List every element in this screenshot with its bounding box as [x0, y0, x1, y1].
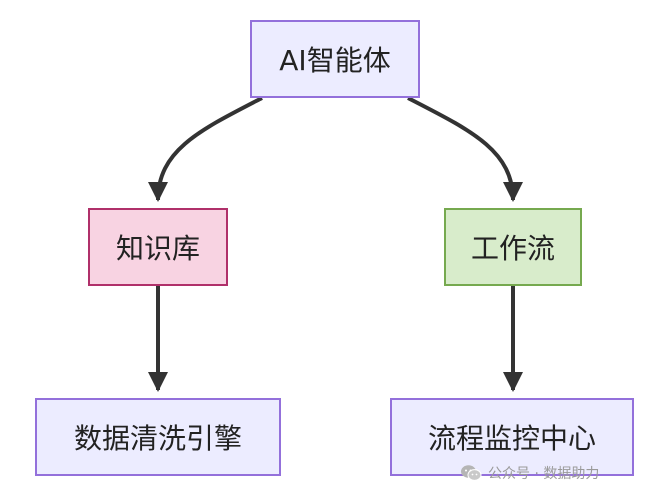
edge-root-to-workflow	[407, 96, 523, 202]
node-knowledge-base: 知识库	[88, 208, 228, 286]
node-ai-agent: AI智能体	[250, 20, 420, 98]
watermark: 公众号 · 数据助力	[460, 460, 650, 486]
node-process-monitoring-center: 流程监控中心	[390, 398, 634, 476]
node-data-cleaning-engine: 数据清洗引擎	[35, 398, 281, 476]
watermark-text: 公众号 · 数据助力	[488, 466, 600, 482]
wechat-icon	[461, 465, 482, 481]
edge-root-to-knowledge-base	[148, 96, 263, 202]
node-workflow: 工作流	[444, 208, 582, 286]
